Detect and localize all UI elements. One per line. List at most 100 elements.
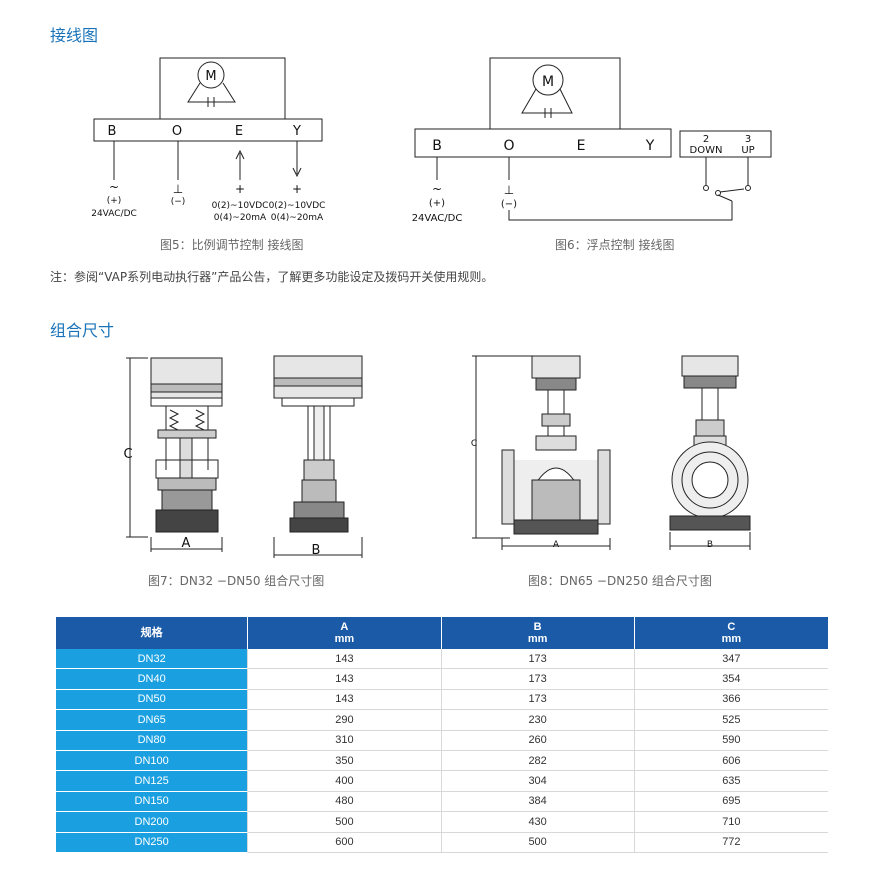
cell-size: DN32 xyxy=(56,649,249,670)
fig6-o-polarity: (−) xyxy=(501,199,517,210)
fig8-dimension-drawing: C A B xyxy=(471,355,751,550)
cell-c: 635 xyxy=(634,770,828,792)
fig5-y-current: 0(4)~20mA xyxy=(271,213,324,223)
fig6-terminal-o: O xyxy=(503,138,514,154)
cell-a: 310 xyxy=(247,730,442,751)
fig5-b-polarity: (+) xyxy=(107,196,122,206)
cell-a: 290 xyxy=(247,709,442,731)
cell-b: 260 xyxy=(441,730,635,751)
fig5-terminal-b: B xyxy=(108,124,117,139)
dimensions-section-title: 组合尺寸 xyxy=(50,321,115,340)
fig6-wiring-diagram: B O E Y M 2 DOWN 3 UP ~ (+) 24VAC/DC ⊥ (… xyxy=(412,57,772,224)
cell-b: 304 xyxy=(441,770,635,792)
fig5-terminal-o: O xyxy=(172,124,182,139)
fig8-label-c: C xyxy=(471,439,477,449)
fig5-o-polarity: (−) xyxy=(171,197,186,207)
cell-a: 350 xyxy=(247,750,442,772)
fig7-dimension-drawing: C A B xyxy=(123,355,363,558)
fig5-y-voltage: 0(2)~10VDC xyxy=(269,201,326,211)
cell-b: 500 xyxy=(441,832,635,853)
cell-size: DN65 xyxy=(56,709,249,731)
cell-size: DN150 xyxy=(56,791,249,813)
cell-c: 695 xyxy=(634,791,828,813)
fig5-e-current: 0(4)~20mA xyxy=(214,213,267,223)
cell-b: 230 xyxy=(441,709,635,731)
wiring-note: 注：参阅“VAP系列电动执行器”产品公告，了解更多功能设定及拨码开关使用规则。 xyxy=(50,270,494,284)
fig5-motor-icon xyxy=(197,61,225,89)
cell-size: DN40 xyxy=(56,668,249,690)
fig5-e-symbol: + xyxy=(235,182,245,196)
fig6-switch-2-name: DOWN xyxy=(690,145,723,156)
cell-c: 710 xyxy=(634,811,828,833)
fig6-switch-terminal-block xyxy=(679,130,772,158)
fig7-label-c: C xyxy=(123,447,132,462)
fig5-wiring-diagram: B O E Y M ~ (+) 24VAC/DC ⊥ (−) + 0(2)~10… xyxy=(91,57,326,223)
fig5-terminal-block xyxy=(93,118,323,142)
cell-size: DN200 xyxy=(56,811,249,833)
fig7-label-a: A xyxy=(182,536,191,551)
cell-a: 143 xyxy=(247,689,442,711)
fig7-label-b: B xyxy=(312,543,321,558)
fig8-actuator-side xyxy=(681,355,739,377)
fig6-terminal-block xyxy=(414,128,672,158)
fig5-motor-label: M xyxy=(205,69,216,84)
cell-b: 384 xyxy=(441,791,635,813)
header-size: 规格 xyxy=(56,617,249,649)
cell-size: DN125 xyxy=(56,770,249,792)
fig5-e-voltage: 0(2)~10VDC xyxy=(212,201,269,211)
cell-b: 173 xyxy=(441,668,635,690)
cell-a: 500 xyxy=(247,811,442,833)
fig5-terminal-e: E xyxy=(235,124,243,139)
fig5-terminal-y: Y xyxy=(292,124,301,139)
fig8-label-a: A xyxy=(553,540,560,550)
cell-a: 400 xyxy=(247,770,442,792)
cell-size: DN250 xyxy=(56,832,249,853)
fig8-caption: 图8：DN65 −DN250 组合尺寸图 xyxy=(528,574,712,588)
fig5-caption: 图5：比例调节控制 接线图 xyxy=(160,238,304,252)
cell-a: 143 xyxy=(247,649,442,670)
fig6-b-polarity: (+) xyxy=(429,198,445,209)
cell-size: DN100 xyxy=(56,750,249,772)
fig6-terminal-b: B xyxy=(432,138,442,154)
cell-c: 366 xyxy=(634,689,828,711)
fig8-actuator-front xyxy=(531,355,581,379)
fig7-caption: 图7：DN32 −DN50 组合尺寸图 xyxy=(148,574,325,588)
cell-a: 480 xyxy=(247,791,442,813)
cell-b: 173 xyxy=(441,649,635,670)
cell-c: 525 xyxy=(634,709,828,731)
fig6-switch-3-num: 3 xyxy=(745,134,751,145)
fig6-b-symbol: ~ xyxy=(432,182,442,196)
cell-c: 354 xyxy=(634,668,828,690)
fig6-motor-icon xyxy=(532,64,564,96)
cell-size: DN50 xyxy=(56,689,249,711)
cell-b: 282 xyxy=(441,750,635,772)
fig5-o-symbol: ⊥ xyxy=(173,182,183,196)
fig6-terminal-y: Y xyxy=(645,138,655,154)
fig7-actuator-side xyxy=(273,355,363,399)
fig6-switch-3-name: UP xyxy=(741,145,754,156)
cell-b: 430 xyxy=(441,811,635,833)
fig6-caption: 图6：浮点控制 接线图 xyxy=(555,238,675,252)
cell-size: DN80 xyxy=(56,730,249,751)
fig6-b-voltage: 24VAC/DC xyxy=(412,213,463,224)
cell-c: 606 xyxy=(634,750,828,772)
wiring-section-title: 接线图 xyxy=(50,26,99,45)
fig5-y-symbol: + xyxy=(292,182,302,196)
fig6-switch-2-num: 2 xyxy=(703,134,709,145)
fig6-terminal-e: E xyxy=(577,138,586,154)
